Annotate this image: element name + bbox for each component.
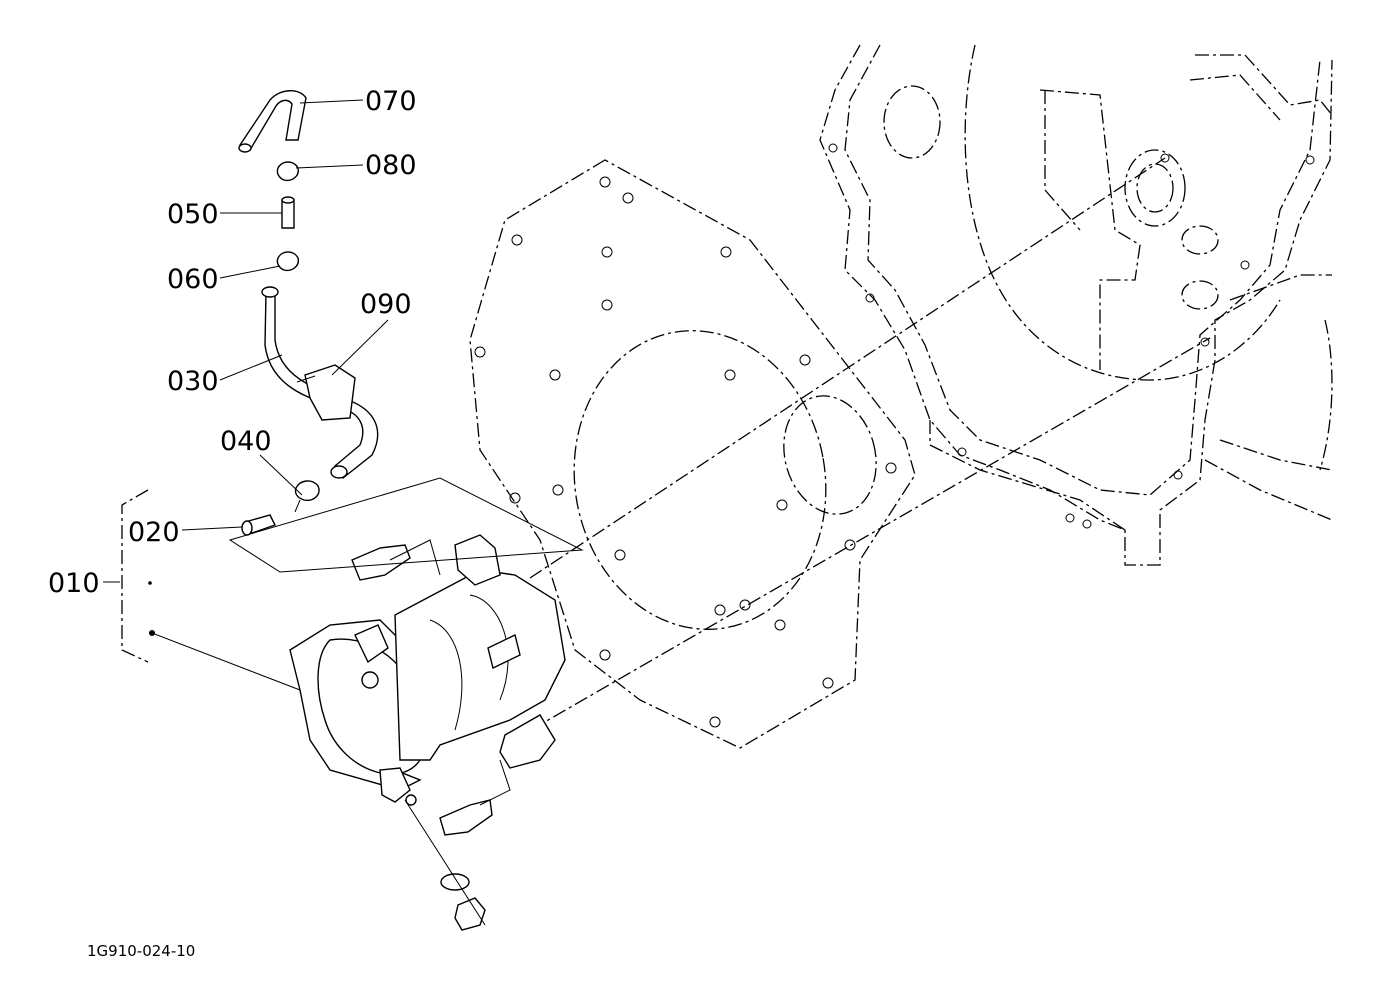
clamp-060 xyxy=(276,251,299,272)
center-lines xyxy=(509,157,1211,743)
elbow-hose-070 xyxy=(238,90,307,153)
end-plate xyxy=(469,159,916,749)
callout-090: 090 xyxy=(360,289,412,320)
callout-040: 040 xyxy=(220,426,272,457)
drawing-number: 1G910-024-10 xyxy=(87,942,195,960)
band-090 xyxy=(296,364,356,421)
callout-080: 080 xyxy=(365,150,417,181)
nipple-020 xyxy=(228,477,584,573)
pipe-050 xyxy=(281,196,295,229)
callout-070: 070 xyxy=(365,86,417,117)
pump-assembly xyxy=(289,534,566,931)
callout-010: 010 xyxy=(48,568,100,599)
callout-050: 050 xyxy=(167,199,219,230)
callout-060: 060 xyxy=(167,264,219,295)
flywheel-housing xyxy=(819,44,1333,566)
callout-020: 020 xyxy=(128,517,180,548)
clamp-080 xyxy=(276,161,299,182)
callout-labels: 070 080 050 060 090 030 040 020 010 1G91… xyxy=(48,86,417,960)
callout-030: 030 xyxy=(167,366,219,397)
hose-clamp-040 xyxy=(294,480,320,513)
leader-lines xyxy=(103,99,389,691)
